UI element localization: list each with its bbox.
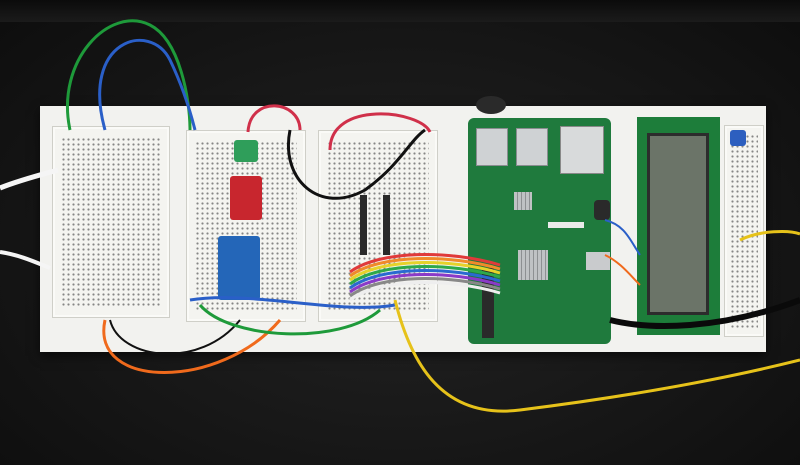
hdmi-port xyxy=(586,252,610,270)
blue-wire-3 xyxy=(604,219,641,256)
ethernet-port xyxy=(560,126,604,174)
breadboard-1 xyxy=(52,126,170,318)
usb-port-2 xyxy=(516,128,548,166)
header-pins-right xyxy=(383,195,390,255)
green-wire xyxy=(66,19,192,131)
heatsink-cpu xyxy=(518,250,548,280)
green-wire-2 xyxy=(198,304,381,336)
sensor-module-blue xyxy=(218,236,260,300)
breadboard-holes xyxy=(61,137,161,307)
black-wire xyxy=(287,128,426,200)
table-edge xyxy=(0,0,800,22)
blue-wire xyxy=(98,38,197,131)
black-wire-2 xyxy=(109,319,241,355)
blue-wire-2 xyxy=(189,296,396,309)
orange-wire xyxy=(102,319,282,374)
sensor-module-red xyxy=(230,176,262,220)
raspberry-pi-board xyxy=(468,118,611,344)
heatsink-small xyxy=(514,192,532,210)
ribbon-cable xyxy=(349,253,501,302)
lcd-screen xyxy=(647,133,709,315)
usb-port-1 xyxy=(476,128,508,166)
yellow-wire-right xyxy=(739,230,800,242)
header-pins-left xyxy=(360,195,367,255)
breadboard-4 xyxy=(724,125,764,337)
breadboard-holes xyxy=(730,134,758,328)
red-wire-2 xyxy=(328,112,432,151)
yellow-wire xyxy=(393,299,800,413)
sensor-module-green xyxy=(234,140,258,162)
white-cable xyxy=(0,167,59,191)
white-cable-2 xyxy=(0,250,51,270)
audio-jack xyxy=(594,200,610,220)
black-cable-right xyxy=(609,297,800,329)
round-plug xyxy=(476,96,506,114)
orange-wire-2 xyxy=(604,254,641,286)
potentiometer xyxy=(730,130,746,146)
red-wire xyxy=(246,104,302,133)
camera-connector xyxy=(548,222,584,228)
lcd-display-board xyxy=(637,117,720,335)
